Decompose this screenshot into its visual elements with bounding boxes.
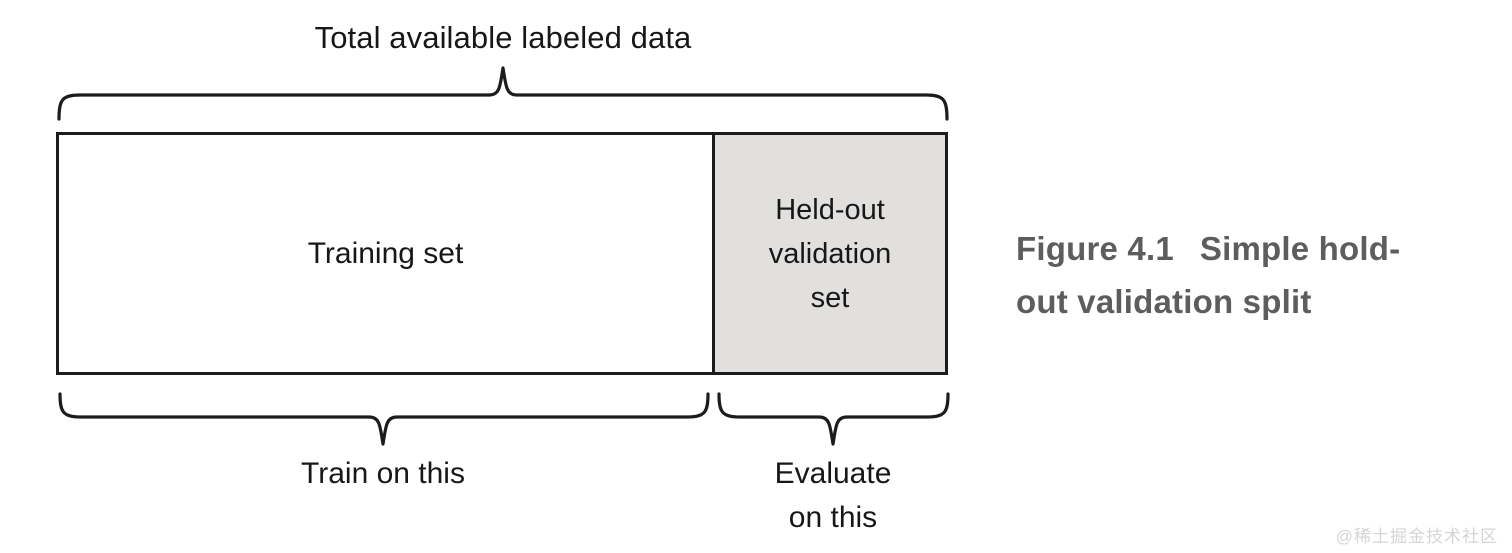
brace-bottom-evaluate — [717, 392, 950, 446]
figure-caption-number: Figure 4.1 — [1016, 230, 1174, 267]
bottom-label-evaluate-line-1: Evaluate — [774, 457, 892, 490]
segment-held-out-line-1: Held-out — [775, 193, 885, 226]
segment-held-out-validation-label: Held-out validation set — [769, 188, 892, 320]
brace-top-total — [57, 66, 949, 121]
bottom-label-train: Train on this — [301, 457, 465, 490]
brace-bottom-train — [58, 392, 710, 446]
bottom-label-evaluate-line-2: on this — [788, 501, 878, 534]
data-split-bar: Training set Held-out validation set — [56, 132, 948, 375]
segment-held-out-line-3: set — [810, 281, 850, 314]
segment-training: Training set — [59, 135, 715, 372]
segment-held-out-validation: Held-out validation set — [715, 135, 945, 372]
watermark: @稀土掘金技术社区 — [1335, 527, 1498, 546]
figure-caption-text: Simple hold-out validation split — [1016, 230, 1401, 320]
segment-training-label: Training set — [307, 236, 464, 270]
top-title: Total available labeled data — [314, 20, 692, 55]
bottom-label-evaluate: Evaluate on this — [718, 452, 948, 540]
segment-held-out-line-2: validation — [768, 237, 892, 270]
